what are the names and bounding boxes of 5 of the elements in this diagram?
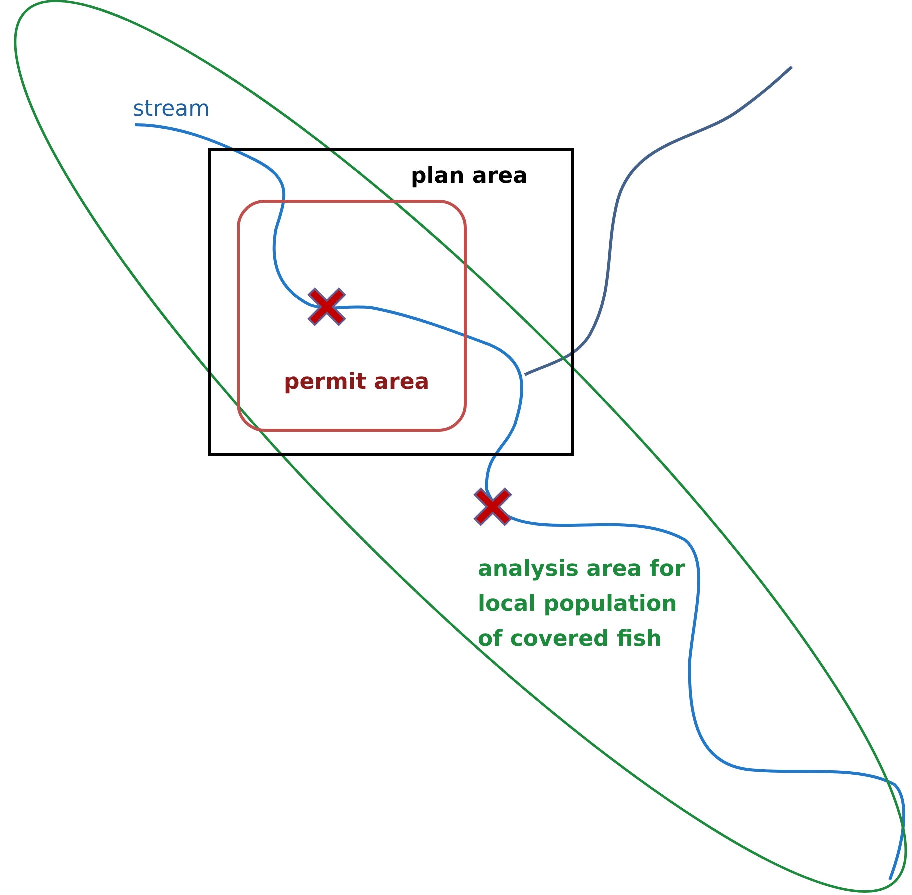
area-label: plan area	[411, 163, 529, 191]
permit-area-box	[237, 200, 467, 432]
area-label: analysis area for local population of covered fish	[478, 556, 686, 654]
area-label: permit area	[284, 369, 431, 397]
stream-label: stream	[133, 96, 210, 124]
